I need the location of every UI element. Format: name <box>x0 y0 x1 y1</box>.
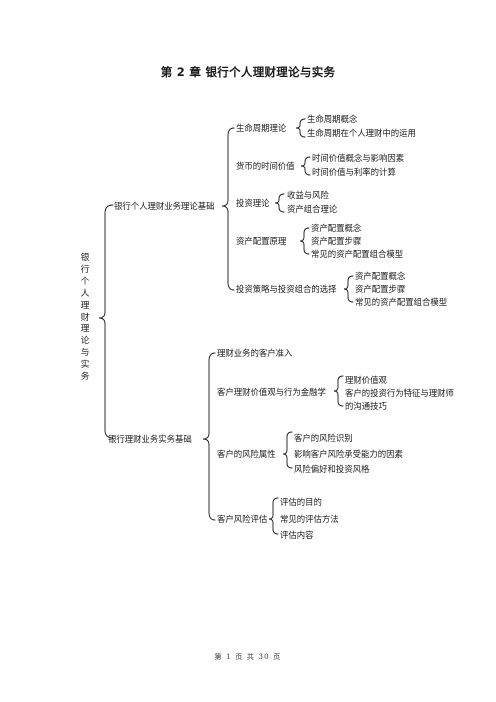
topic-item: 评估的目的 <box>280 497 322 507</box>
topic-item: 影响客户风险承受能力的因素 <box>294 449 403 459</box>
topic-item: 客户的风险识别 <box>294 433 353 443</box>
root-brace <box>98 204 114 439</box>
topic-item: 资产配置步骤 <box>355 284 406 294</box>
topic-label: 投资策略与投资组合的选择 <box>236 284 337 294</box>
topic-brace-1 <box>295 118 306 138</box>
topic-item: 生命周期概念 <box>307 114 358 124</box>
branch2-brace <box>202 352 216 521</box>
root-char: 人 <box>80 288 90 299</box>
topic-item: 时间价值概念与影响因素 <box>312 153 405 163</box>
root-char: 论 <box>80 336 90 347</box>
topic-item: 客户的投资行为特征与理财师 <box>345 388 454 398</box>
topic-label: 客户风险评估 <box>217 514 268 524</box>
topic-label: 生命周期理论 <box>236 123 287 133</box>
topic-brace-8 <box>282 431 293 469</box>
topic-brace-2 <box>300 156 311 176</box>
topic-label: 投资理论 <box>236 198 270 208</box>
root-char: 财 <box>80 312 90 323</box>
topic-item: 资产配置概念 <box>311 223 362 233</box>
topic-item: 常见的资产配置组合模型 <box>311 249 404 259</box>
root-char: 理 <box>80 300 90 311</box>
topic-item: 资产组合理论 <box>287 204 338 214</box>
topic-item: 理财价值观 <box>345 375 387 385</box>
topic-item: 资产配置步骤 <box>311 236 362 246</box>
topic-item: 风险偏好和投资风格 <box>294 464 370 474</box>
branch1-label: 银行个人理财业务理论基础 <box>114 201 215 211</box>
root-node: 银 行 个 人 理 财 理 论 与 实 务 <box>78 253 92 384</box>
page-footer: 第 1 页 共 30 页 <box>214 653 282 661</box>
topic-item: 时间价值与利率的计算 <box>312 167 396 177</box>
root-char: 银 <box>80 253 90 263</box>
topic-item: 资产配置概念 <box>355 271 406 281</box>
topic-brace-3 <box>274 193 285 213</box>
topic-item: 生命周期在个人理财中的运用 <box>307 128 416 138</box>
topic-item: 评估内容 <box>280 530 314 540</box>
root-char: 个 <box>80 276 90 287</box>
root-char: 实 <box>80 360 90 371</box>
topic-brace-9 <box>268 497 279 535</box>
topic-label: 资产配置原理 <box>236 236 287 246</box>
topic-item: 收益与风险 <box>287 190 329 200</box>
root-char: 与 <box>80 348 90 359</box>
root-char: 行 <box>80 264 90 275</box>
page-title: 第 2 章 银行个人理财理论与实务 <box>160 65 336 79</box>
topic-label: 货币的时间价值 <box>236 161 295 171</box>
topic-brace-4 <box>299 227 310 255</box>
topic-item: 常见的评估方法 <box>280 514 339 524</box>
root-char: 务 <box>80 372 90 383</box>
topic-brace-5 <box>343 275 354 303</box>
root-char: 理 <box>80 324 90 335</box>
branch1-brace <box>221 127 235 291</box>
topic-brace-7 <box>333 375 344 407</box>
topic-label: 客户的风险属性 <box>217 449 276 459</box>
topic-label: 理财业务的客户准入 <box>217 348 293 358</box>
branch2-label: 银行理财业务实务基础 <box>108 434 192 444</box>
topic-item: 常见的资产配置组合模型 <box>355 297 448 307</box>
topic-label: 客户理财价值观与行为金融学 <box>217 387 326 397</box>
topic-item: 的沟通技巧 <box>345 401 387 411</box>
